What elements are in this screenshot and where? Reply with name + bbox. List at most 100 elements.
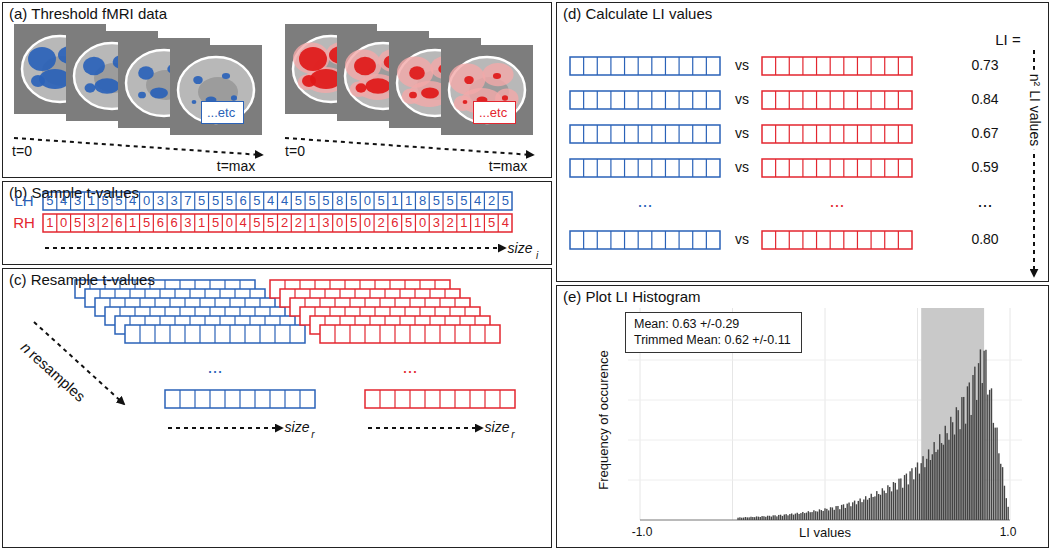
table-cell: 5: [460, 194, 467, 208]
time-label: t=0: [12, 144, 32, 159]
table-cell: 1: [129, 216, 136, 230]
table-cell: 5: [350, 216, 357, 230]
table-cell: 5: [101, 194, 108, 208]
column-heading: LI =: [995, 32, 1020, 49]
table-cell: 5: [308, 194, 315, 208]
panel: (e) Plot LI HistogramMean: 0.63 +/-0.29T…: [556, 285, 1049, 548]
table-cell: 1: [391, 194, 398, 208]
panel-heading: (a) Threshold fMRI data: [9, 5, 545, 22]
ellipsis: ...: [402, 358, 417, 378]
axis-label: resamples: [26, 347, 88, 406]
table-cell: 4: [239, 216, 246, 230]
vs-label: vs: [735, 160, 749, 175]
vs-label: vs: [735, 58, 749, 73]
table-cell: 5: [46, 194, 53, 208]
table-cell: 1: [474, 216, 481, 230]
table-cell: 5: [267, 216, 274, 230]
ellipsis-box: ...etc: [473, 101, 516, 124]
table-cell: 4: [474, 194, 481, 208]
tick-label: 1.0: [1000, 526, 1017, 539]
dashed-arrow: [14, 138, 262, 155]
t-value-row: [43, 214, 512, 232]
ellipsis: ...: [637, 192, 652, 212]
li-row: [762, 91, 912, 109]
li-value: 0.73: [971, 58, 998, 73]
table-cell: 5: [350, 194, 357, 208]
time-label: t=max: [489, 159, 528, 174]
table-cell: 0: [143, 194, 150, 208]
li-row: [762, 231, 912, 249]
dashed-arrow: [45, 247, 505, 249]
li-row: [762, 125, 912, 143]
time-label: t=0: [285, 144, 305, 159]
resample-row: [165, 390, 315, 408]
table-cell: 3: [74, 194, 81, 208]
li-row: [570, 91, 720, 109]
table-cell: 4: [281, 194, 288, 208]
resample-row: [365, 390, 515, 408]
table-cell: 3: [322, 216, 329, 230]
table-cell: 1: [198, 216, 205, 230]
panel: (b) Sample t-values: [2, 181, 552, 265]
resample-row: [320, 325, 500, 343]
table-cell: 5: [405, 216, 412, 230]
table-cell: 5: [322, 194, 329, 208]
hemisphere-label: RH: [13, 215, 35, 232]
brain-slice: [170, 45, 262, 135]
histogram: [628, 308, 1022, 520]
ellipsis-text: ...etc: [207, 105, 238, 120]
table-cell: 6: [239, 194, 246, 208]
table-cell: 3: [157, 194, 164, 208]
ellipsis-text: ...etc: [479, 105, 510, 120]
table-cell: 6: [170, 216, 177, 230]
table-cell: 1: [308, 216, 315, 230]
table-cell: 0: [226, 216, 233, 230]
table-cell: 1: [460, 216, 467, 230]
table-cell: 2: [377, 216, 384, 230]
ellipsis-box: ...etc: [201, 101, 244, 124]
axis-label: n² LI values: [1024, 70, 1043, 150]
table-cell: 5: [502, 194, 509, 208]
panel: (a) Threshold fMRI data ...etc ...etc: [2, 2, 552, 178]
size-label: size: [508, 241, 533, 256]
dashed-arrow: [168, 427, 282, 429]
table-cell: 2: [295, 216, 302, 230]
panel-heading: (c) Resample t-values: [9, 271, 545, 288]
table-cell: 6: [391, 216, 398, 230]
table-cell: 1: [46, 216, 53, 230]
brain-slice: [441, 45, 533, 135]
table-cell: 0: [336, 216, 343, 230]
panel: (c) Resample t-values: [2, 268, 552, 548]
ellipsis: ...: [977, 192, 992, 212]
li-row: [570, 159, 720, 177]
li-row: [762, 159, 912, 177]
vs-label: vs: [735, 126, 749, 141]
ellipsis: ...: [829, 192, 844, 212]
table-cell: 1: [405, 194, 412, 208]
panel-heading: (e) Plot LI Histogram: [563, 288, 1042, 305]
resample-row: [125, 325, 305, 343]
size-subscript: r: [511, 429, 514, 440]
dashed-arrow: [285, 138, 533, 155]
li-value: 0.80: [971, 232, 998, 247]
li-row: [570, 231, 720, 249]
table-cell: 2: [101, 216, 108, 230]
table-cell: 4: [60, 194, 67, 208]
trimmed-range: [921, 308, 984, 520]
stat-line: Mean: 0.63 +/-0.29: [634, 316, 793, 332]
table-cell: 5: [446, 194, 453, 208]
ellipsis: ...: [207, 358, 222, 378]
table-cell: 7: [184, 194, 191, 208]
table-cell: 5: [198, 194, 205, 208]
time-label: t=max: [217, 159, 256, 174]
table-cell: 3: [170, 194, 177, 208]
dashed-arrow: [368, 427, 482, 429]
table-cell: 2: [446, 216, 453, 230]
li-value: 0.84: [971, 92, 998, 107]
size-subscript: r: [311, 429, 314, 440]
table-cell: 0: [60, 216, 67, 230]
table-cell: 5: [115, 194, 122, 208]
